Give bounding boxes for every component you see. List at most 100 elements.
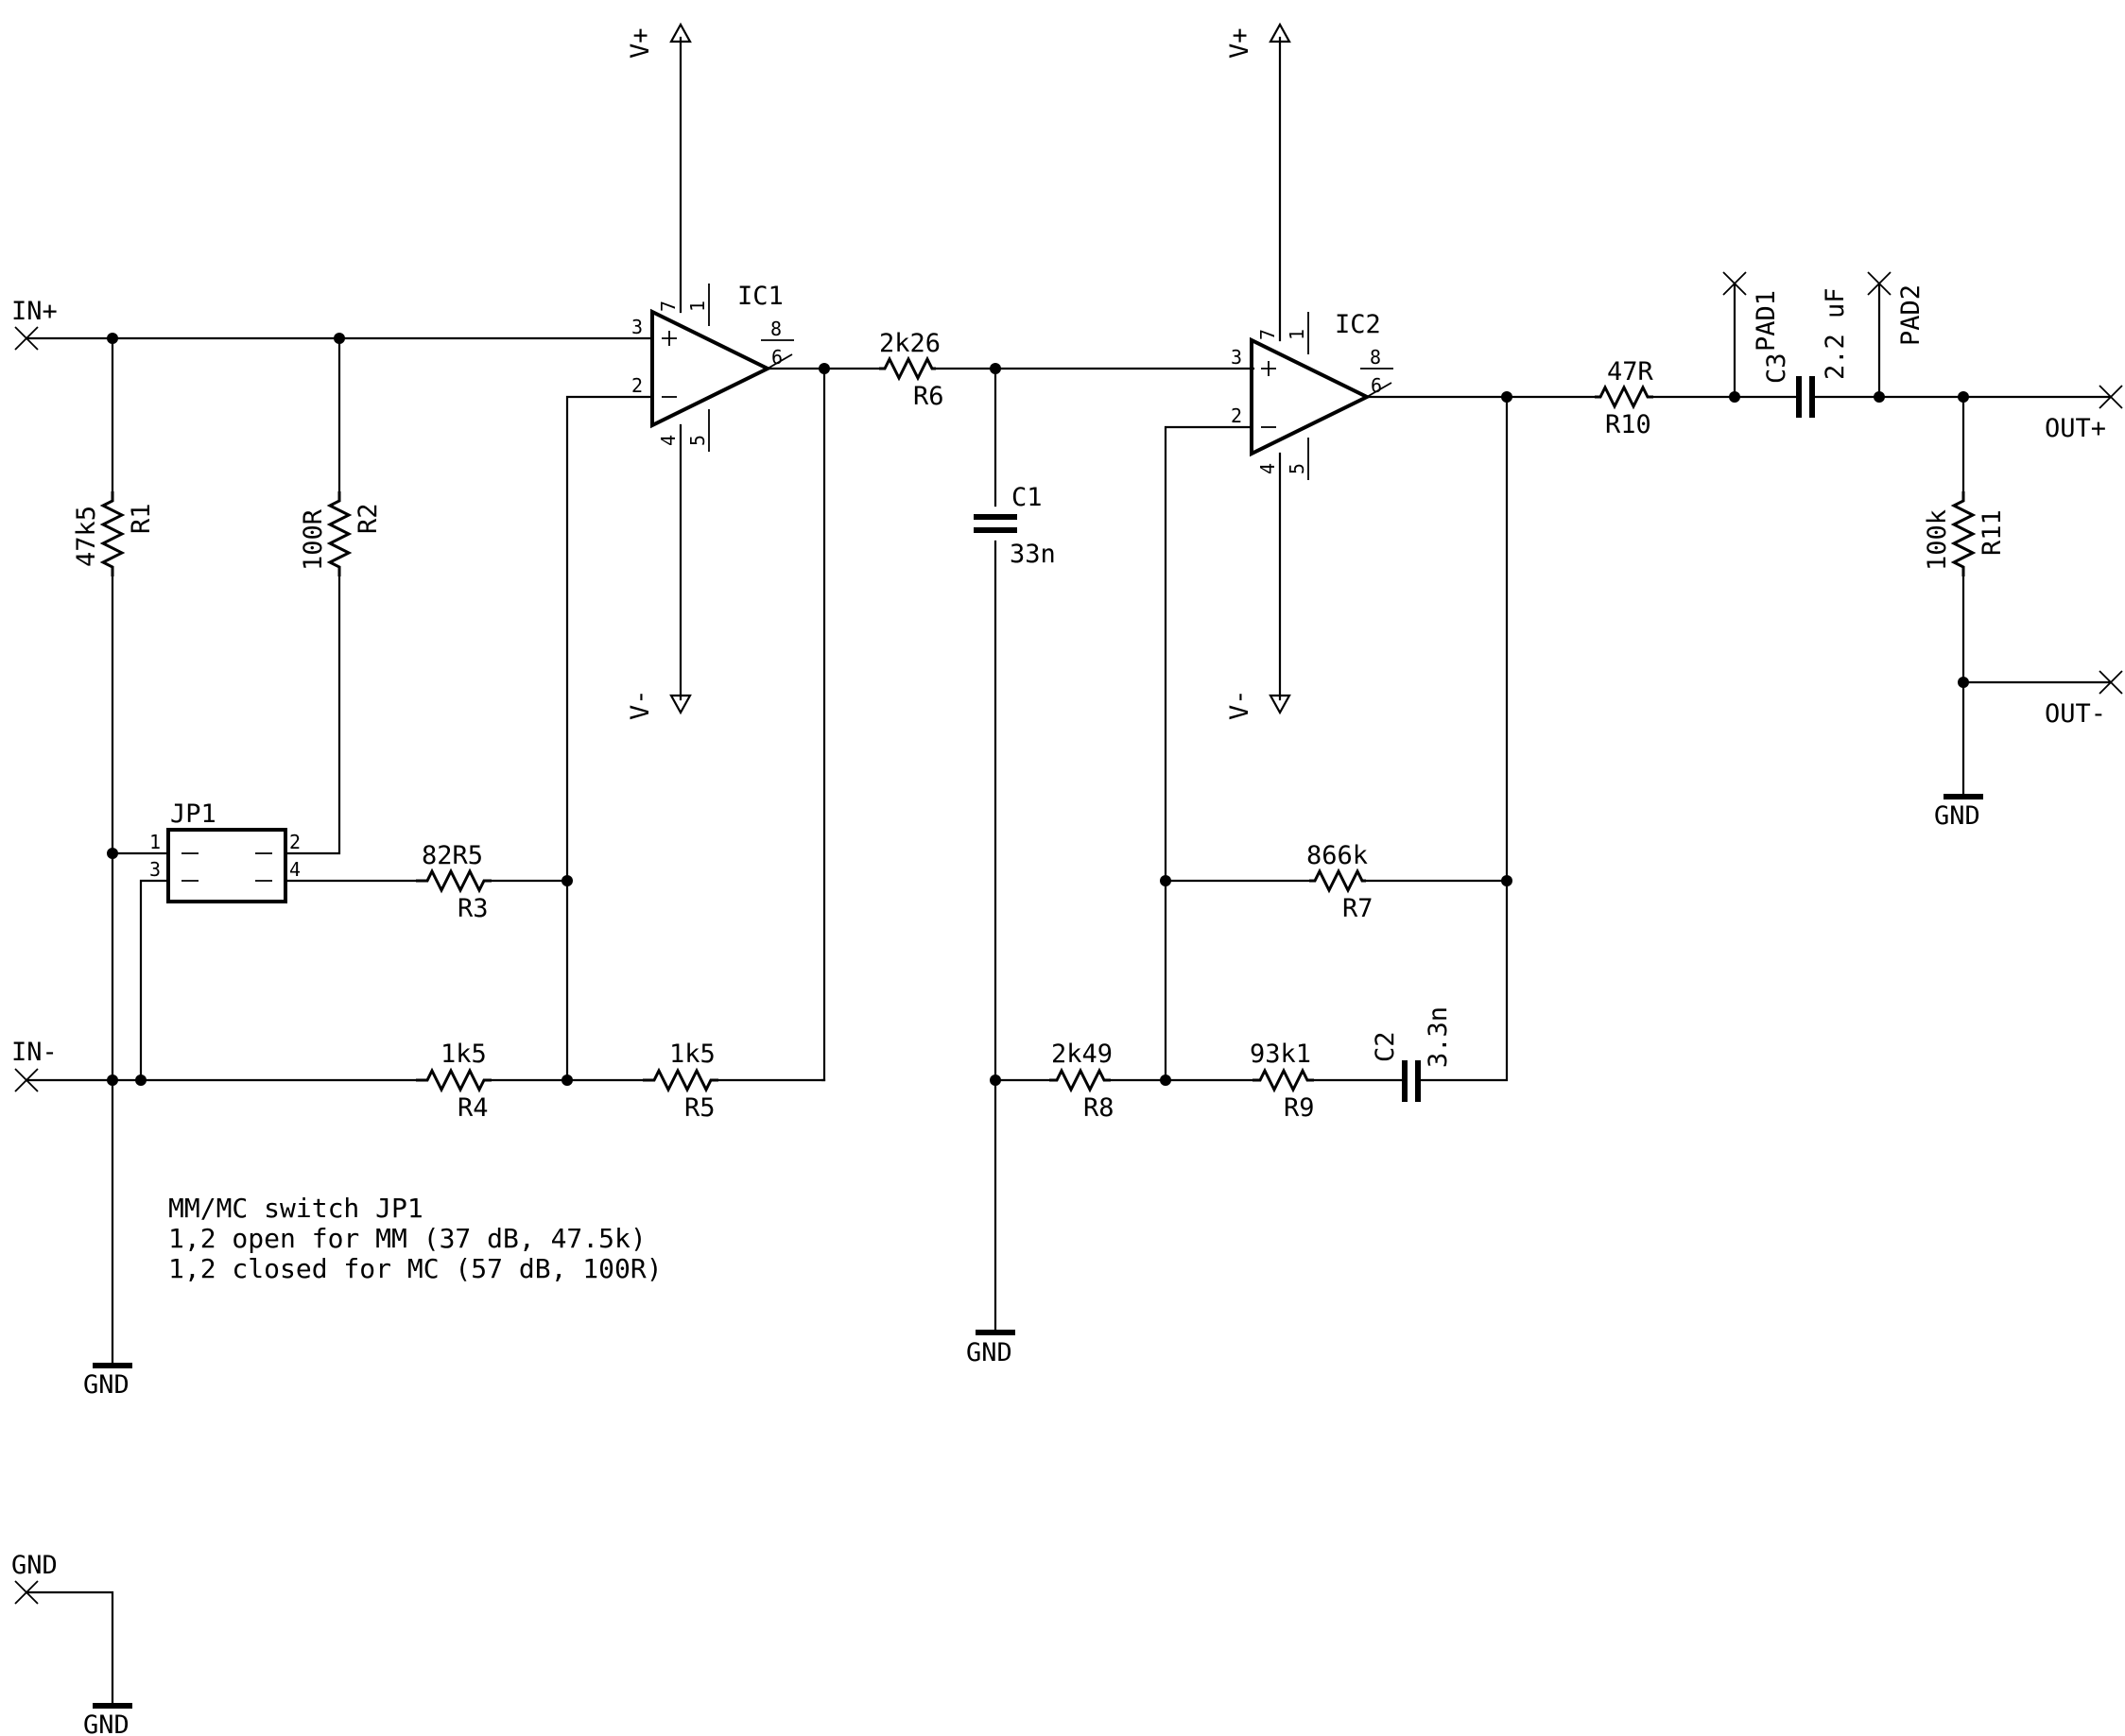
resistor-value: 2k49 xyxy=(1051,1040,1113,1069)
junction-dot xyxy=(561,875,573,886)
resistor-name: R2 xyxy=(354,503,383,534)
connector-in-minus[interactable]: IN- xyxy=(11,1038,58,1092)
x-mark-icon xyxy=(1722,271,1747,296)
resistor-value: 1k5 xyxy=(441,1040,487,1069)
capacitor-c1: C1 33n xyxy=(974,483,1056,569)
x-mark-icon xyxy=(2099,670,2123,695)
pin-number: 1 xyxy=(149,831,161,853)
junction-dot xyxy=(107,1074,118,1086)
junction-dot xyxy=(990,363,1001,374)
resistor-name: R4 xyxy=(458,1093,489,1123)
supply-label: V+ xyxy=(626,27,655,59)
resistor-zigzag-icon xyxy=(416,1067,492,1093)
supply-label: V- xyxy=(1225,689,1254,720)
resistor-name: R11 xyxy=(1978,509,2007,556)
note-line: MM/MC switch JP1 xyxy=(168,1193,423,1224)
junction-dot xyxy=(107,848,118,859)
pin-number: 7 xyxy=(1256,329,1279,340)
gnd-symbol-3: GND xyxy=(1934,794,1983,831)
x-mark-icon xyxy=(14,1068,39,1092)
resistor-zigzag-icon xyxy=(1950,491,1977,576)
pin-number: 7 xyxy=(657,301,680,312)
supply-label: V+ xyxy=(1225,27,1254,59)
resistor-name: R9 xyxy=(1284,1093,1315,1123)
gnd-symbol-1: GND xyxy=(83,1363,132,1400)
resistor-r7: 866k R7 xyxy=(1306,841,1373,923)
pin-label: PAD1 xyxy=(1752,290,1781,352)
pin-number: 2 xyxy=(1231,404,1242,427)
supply-ic2-vminus: V- xyxy=(1225,689,1291,720)
ic-name: IC2 xyxy=(1335,310,1381,339)
resistor-r9: 93k1 R9 xyxy=(1250,1040,1315,1123)
capacitor-plates-icon xyxy=(974,514,1017,533)
ic-name: IC1 xyxy=(737,282,784,311)
resistor-r6: 2k26 R6 xyxy=(879,329,944,411)
plus-sign-icon xyxy=(1261,361,1276,376)
pin-label: GND xyxy=(11,1551,58,1580)
x-mark-icon xyxy=(1867,271,1892,296)
pin-number: 6 xyxy=(1371,374,1382,397)
resistor-name: R8 xyxy=(1083,1093,1114,1123)
connector-gnd[interactable]: GND xyxy=(11,1551,58,1605)
resistor-r3: 82R5 R3 xyxy=(416,841,492,923)
gnd-symbol-4: GND xyxy=(83,1703,132,1736)
supply-label: V- xyxy=(626,689,655,720)
resistor-name: R5 xyxy=(684,1093,716,1123)
wire-ic1-inv xyxy=(565,395,654,883)
capacitor-plates-icon xyxy=(1796,376,1815,418)
junction-dot xyxy=(819,363,830,374)
jumper-jp1[interactable]: JP1 1 2 3 4 xyxy=(149,799,301,903)
connector-pad1[interactable]: PAD1 xyxy=(1722,271,1781,352)
x-mark-icon xyxy=(14,1580,39,1605)
capacitor-plates-icon xyxy=(1402,1060,1421,1102)
resistor-zigzag-icon xyxy=(1595,384,1653,410)
pin-number: 8 xyxy=(770,318,782,340)
gnd-label: GND xyxy=(1934,801,1980,831)
wire-r2 xyxy=(285,336,341,855)
resistor-r11: 100k R11 xyxy=(1923,491,2007,576)
pin-number: 2 xyxy=(289,831,301,853)
capacitor-value: 3.3n xyxy=(1424,1006,1453,1068)
x-mark-icon xyxy=(14,326,39,351)
connector-out-minus[interactable]: OUT- xyxy=(2045,670,2123,729)
resistor-r5: 1k5 R5 xyxy=(643,1040,718,1123)
junction-dot xyxy=(1501,875,1512,886)
junctions xyxy=(107,333,1969,1086)
pin-number: 3 xyxy=(631,316,643,338)
connector-out-plus[interactable]: OUT+ xyxy=(2045,385,2123,443)
resistor-zigzag-icon xyxy=(326,491,353,576)
capacitor-value: 2.2 uF xyxy=(1821,287,1850,380)
resistor-name: R7 xyxy=(1342,894,1373,923)
jumper-contact-icon xyxy=(181,852,272,882)
pin-number: 5 xyxy=(686,435,709,446)
resistor-zigzag-icon xyxy=(879,355,936,382)
connector-in-plus[interactable]: IN+ xyxy=(11,297,58,351)
gnd-symbol-2: GND xyxy=(966,1330,1015,1367)
junction-dot xyxy=(990,1074,1001,1086)
arrow-up-icon xyxy=(669,22,692,43)
capacitor-name: C3 xyxy=(1762,352,1791,384)
x-mark-icon xyxy=(2099,385,2123,409)
gnd-label: GND xyxy=(83,1710,130,1736)
connector-pad2[interactable]: PAD2 xyxy=(1867,271,1926,346)
wire-gnd-pin xyxy=(25,1590,114,1708)
pin-number: 3 xyxy=(1231,346,1242,369)
resistor-value: 1k5 xyxy=(669,1040,716,1069)
pin-number: 3 xyxy=(149,858,161,881)
jumper-body xyxy=(166,828,287,903)
wire-jp1-pin3 xyxy=(139,879,170,1082)
resistor-value: 2k26 xyxy=(879,329,941,358)
gnd-label: GND xyxy=(83,1370,130,1400)
junction-dot xyxy=(1729,391,1740,403)
pin-number: 5 xyxy=(1286,463,1308,474)
pin-label: PAD2 xyxy=(1896,284,1926,346)
resistor-value: 100R xyxy=(299,508,328,571)
junction-dot xyxy=(1160,1074,1171,1086)
junction-dot xyxy=(135,1074,147,1086)
resistor-name: R6 xyxy=(913,382,944,411)
supply-ic1-vminus: V- xyxy=(626,689,692,720)
junction-dot xyxy=(1874,391,1885,403)
supply-ic1-vplus: V+ xyxy=(626,22,692,59)
